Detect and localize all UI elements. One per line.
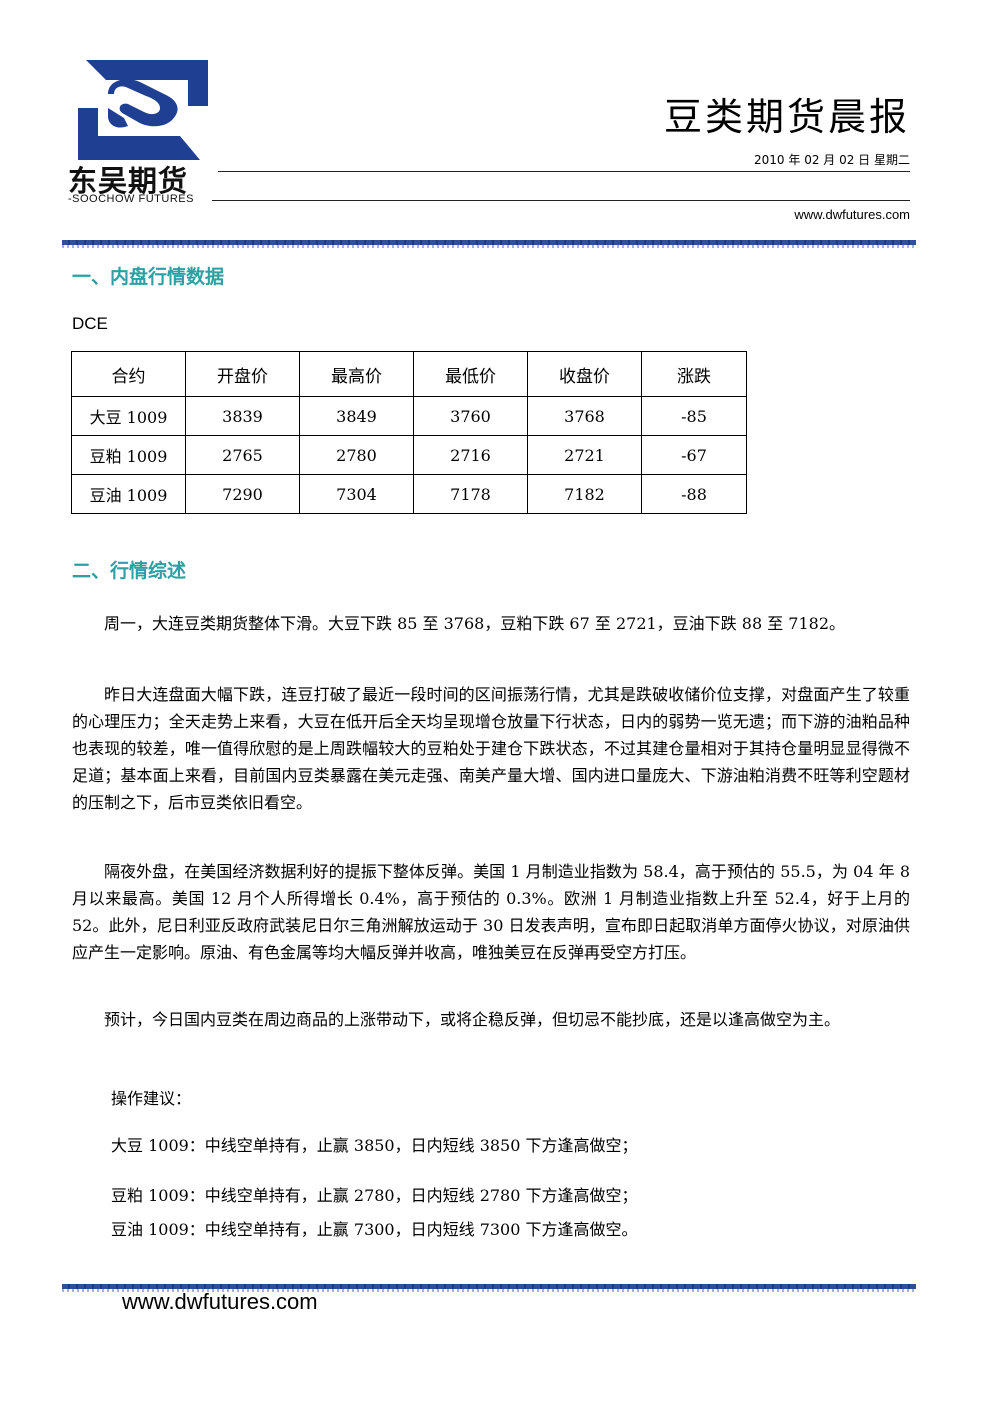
advice-item-soybean: 大豆 1009：中线空单持有，止赢 3850，日内短线 3850 下方逢高做空；: [111, 1136, 638, 1155]
table-row: 豆油 1009 7290 7304 7178 7182 -88: [71, 474, 747, 514]
cell-open: 2765: [185, 435, 300, 475]
header-website-link[interactable]: www.dwfutures.com: [794, 207, 910, 222]
exchange-label: DCE: [72, 314, 108, 333]
cell-contract: 豆粕 1009: [71, 435, 186, 475]
summary-paragraph: 隔夜外盘，在美国经济数据利好的提振下整体反弹。美国 1 月制造业指数为 58.4…: [72, 862, 910, 962]
cell-low: 7178: [413, 474, 528, 514]
cell-low: 3760: [413, 396, 528, 436]
column-header-low: 最低价: [413, 351, 528, 397]
section-title-market-data: 一、内盘行情数据: [72, 266, 225, 288]
cell-contract: 豆油 1009: [71, 474, 186, 514]
cell-high: 3849: [299, 396, 414, 436]
brand-english-name: -SOOCHOW FUTURES: [68, 193, 194, 205]
cell-contract: 大豆 1009: [71, 396, 186, 436]
cell-change: -67: [641, 435, 747, 475]
table-row: 豆粕 1009 2765 2780 2716 2721 -67: [71, 435, 747, 475]
cell-close: 2721: [527, 435, 642, 475]
cell-low: 2716: [413, 435, 528, 475]
column-header-open: 开盘价: [185, 351, 300, 397]
table-row: 大豆 1009 3839 3849 3760 3768 -85: [71, 396, 747, 436]
column-header-change: 涨跌: [641, 351, 747, 397]
cell-close: 3768: [527, 396, 642, 436]
header-divider-band: [62, 240, 916, 248]
cell-change: -85: [641, 396, 747, 436]
cell-high: 7304: [299, 474, 414, 514]
advice-item-soyoil: 豆油 1009：中线空单持有，止赢 7300，日内短线 7300 下方逢高做空。: [111, 1220, 638, 1239]
summary-paragraph: 预计，今日国内豆类在周边商品的上涨带动下，或将企稳反弹，但切忌不能抄底，还是以逢…: [104, 1010, 841, 1029]
table-header-row: 合约 开盘价 最高价 最低价 收盘价 涨跌: [71, 351, 747, 397]
advice-item-soymeal: 豆粕 1009：中线空单持有，止赢 2780，日内短线 2780 下方逢高做空；: [111, 1186, 638, 1205]
report-title: 豆类期货晨报: [663, 95, 910, 139]
column-header-high: 最高价: [299, 351, 414, 397]
summary-paragraph: 昨日大连盘面大幅下跌，连豆打破了最近一段时间的区间振荡行情，尤其是跌破收储价位支…: [72, 685, 910, 812]
brand-chinese-name: 东吴期货: [68, 164, 189, 198]
soochow-logo-icon: [68, 52, 218, 162]
company-logo: [68, 52, 218, 207]
quote-table: 合约 开盘价 最高价 最低价 收盘价 涨跌 大豆 1009 3839 3849 …: [71, 351, 747, 514]
cell-high: 2780: [299, 435, 414, 475]
footer-divider-band: [62, 1284, 916, 1292]
footer-website-link[interactable]: www.dwfutures.com: [122, 1289, 318, 1314]
column-header-close: 收盘价: [527, 351, 642, 397]
summary-paragraph: 周一，大连豆类期货整体下滑。大豆下跌 85 至 3768，豆粕下跌 67 至 2…: [104, 614, 846, 633]
cell-open: 7290: [185, 474, 300, 514]
cell-open: 3839: [185, 396, 300, 436]
header-rule-bottom: [212, 200, 910, 201]
cell-close: 7182: [527, 474, 642, 514]
header-rule-top: [218, 171, 910, 172]
column-header-contract: 合约: [71, 351, 186, 397]
cell-change: -88: [641, 474, 747, 514]
section-title-market-summary: 二、行情综述: [72, 560, 187, 582]
advice-title: 操作建议：: [111, 1089, 192, 1108]
report-date: 2010 年 02 月 02 日 星期二: [754, 153, 910, 167]
